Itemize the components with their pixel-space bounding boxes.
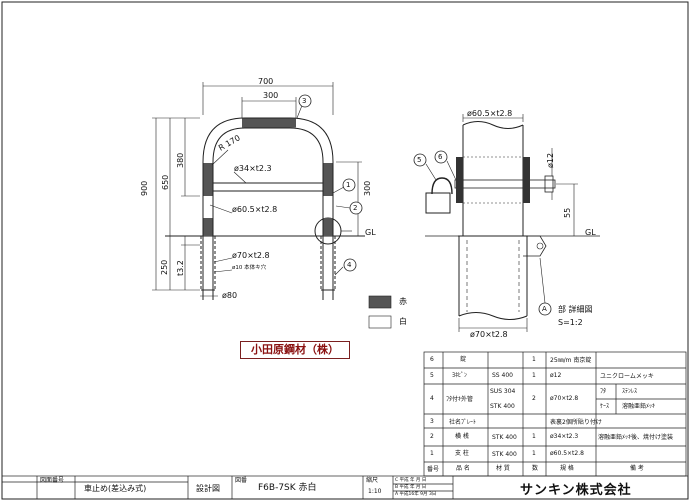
row6-spec: 25㎜/m 南京錠: [550, 357, 592, 364]
row4-qty: 2: [532, 395, 536, 402]
detail-dim-605: ø60.5×t2.8: [467, 109, 513, 118]
balloon-2: 2: [353, 204, 358, 212]
balloon-6: 6: [438, 153, 443, 161]
row2-qty: 1: [532, 433, 536, 440]
title-doc-type: 設計図: [196, 484, 220, 493]
row2-no: 2: [430, 433, 434, 440]
row6-no: 6: [430, 356, 434, 363]
header-qty: 数: [532, 465, 539, 472]
header-name: 品 名: [456, 465, 470, 472]
legend-red-swatch: [368, 295, 392, 309]
red-stripes: [203, 118, 333, 236]
title-drawing-no-label: 図面番号: [40, 477, 65, 484]
dim-900: 900: [140, 180, 149, 196]
header-spec: 規 格: [560, 465, 574, 472]
row5-name: ﾖﾈﾋﾟﾝ: [452, 372, 468, 379]
dim-pipe-605: ø60.5×t2.8: [232, 205, 278, 214]
row4-material-a: SUS 304: [490, 388, 516, 395]
row4-spec: ø70×t2.8: [550, 395, 579, 402]
row4-note-d: 溶融亜鉛ﾒｯｷ: [622, 403, 656, 410]
dim-380: 380: [176, 152, 185, 168]
title-scale-label: 縮尺: [366, 477, 379, 484]
dim-base-80: ø80: [222, 291, 238, 300]
detail-dim-12: ø12: [546, 152, 555, 168]
header-material: 材 質: [496, 465, 510, 472]
row2-spec: ø34×t2.3: [550, 433, 579, 440]
detail-dim-70: ø70×t2.8: [470, 330, 508, 339]
dim-pin-10: ø10 本体キ穴: [232, 265, 267, 271]
balloon-5: 5: [417, 156, 422, 164]
balloon-4: 4: [347, 261, 352, 269]
row5-no: 5: [430, 372, 434, 379]
dim-pipe-34: ø34×t2.3: [234, 164, 272, 173]
title-scale: 1:10: [368, 488, 382, 495]
row5-qty: 1: [532, 372, 536, 379]
detail-scale: S=1:2: [558, 318, 583, 327]
row2-name: 横 桟: [455, 433, 469, 440]
detail-dim-55: 55: [563, 207, 572, 218]
title-block-grid: [1, 475, 689, 500]
row1-qty: 1: [532, 450, 536, 457]
detail-dim-gl: GL: [585, 228, 596, 237]
row4-note-c: ｹｰｽ: [600, 403, 610, 410]
parts-table-grid: [423, 351, 687, 477]
row1-no: 1: [430, 450, 434, 457]
row3-name: 社名ﾌﾟﾚｰﾄ: [449, 419, 477, 426]
title-rev-b: B 平成 年 月 日: [395, 485, 427, 490]
maker-label: 小田原鋼材（株）: [240, 341, 350, 359]
legend-white-swatch: [368, 315, 392, 329]
title-rev-c: C 平成 年 月 日: [395, 478, 427, 483]
dim-gl: GL: [365, 228, 376, 237]
detail-dimension-lines: [425, 114, 578, 332]
balloon-1: 1: [346, 181, 351, 189]
title-rev-a: A 平成16年 9月 3日: [395, 492, 437, 497]
row5-note: ユニクロームメッキ: [600, 373, 654, 380]
title-model: F6B-7SK 赤白: [258, 483, 317, 493]
header-no: 番号: [427, 466, 440, 473]
balloon-3: 3: [302, 97, 307, 105]
row6-qty: 1: [532, 356, 536, 363]
row1-spec: ø60.5×t2.8: [550, 450, 584, 457]
dim-300-right: 300: [363, 180, 372, 196]
row6-name: 錠: [460, 356, 467, 363]
detail-bands: [456, 157, 530, 203]
dim-250: 250: [160, 259, 169, 275]
detail-title: 部 詳細図: [558, 305, 593, 314]
row2-material: STK 400: [492, 434, 517, 441]
row1-material: STK 400: [492, 451, 517, 458]
dim-700: 700: [258, 77, 274, 86]
row4-name: ﾌﾀ付ｷ外管: [446, 396, 474, 403]
row3-no: 3: [430, 418, 434, 425]
row4-note-a: ﾌﾀ: [600, 388, 607, 395]
title-model-label: 図番: [235, 477, 248, 484]
legend-red-label: 赤: [399, 297, 407, 306]
row4-no: 4: [430, 395, 434, 402]
balloon-a: A: [542, 305, 547, 313]
row5-spec: ø12: [550, 372, 562, 379]
row2-note: 溶融亜鉛ﾒｯｷ後、焼付け塗装: [598, 434, 674, 441]
dim-pipe-70: ø70×t2.8: [232, 251, 270, 260]
dim-300-top: 300: [263, 91, 279, 100]
row4-note-b: ｽﾃﾝﾚｽ: [622, 388, 638, 395]
header-note: 備 考: [630, 465, 644, 472]
dim-t32: t3.2: [176, 260, 185, 276]
row3-spec: 表裏2個所貼り付け: [550, 419, 602, 426]
row5-material: SS 400: [492, 372, 513, 379]
company-logo-text: サンキン株式会社: [520, 483, 632, 498]
dim-650: 650: [161, 174, 170, 190]
balloon-circles: [298, 94, 552, 316]
legend-white-label: 白: [399, 317, 407, 326]
detail-view: [425, 121, 600, 320]
row4-material-b: STK 400: [490, 403, 515, 410]
row1-name: 支 柱: [455, 450, 469, 457]
title-product: 車止め(差込み式): [84, 484, 147, 493]
